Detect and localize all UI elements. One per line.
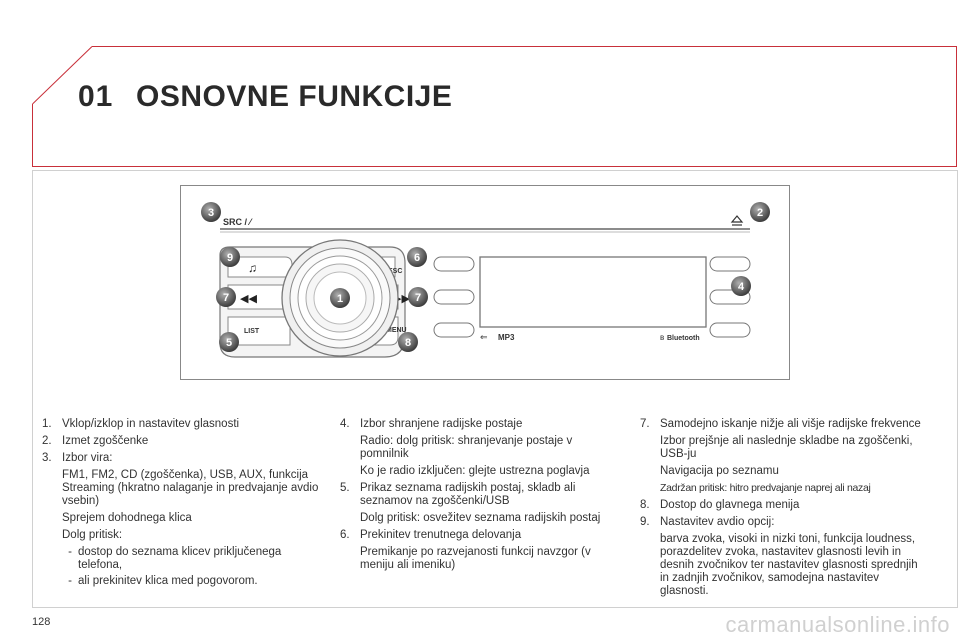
- legend-item-text: Nastavitev avdio opcij:: [660, 516, 775, 528]
- content-box: [32, 170, 958, 608]
- legend-dash-text: ali prekinitev klica med pogovorom.: [78, 575, 258, 587]
- preset-button-4: [709, 256, 751, 272]
- svg-text:8: 8: [405, 337, 411, 349]
- legend-item: 9. Nastavitev avdio opcij:: [640, 516, 925, 529]
- legend-item-text: Samodejno iskanje nižje ali višje radijs…: [660, 418, 921, 430]
- legend-item-text: Izbor vira:: [62, 452, 113, 464]
- legend-subtext: Ko je radio izključen: glejte ustrezna p…: [360, 465, 590, 477]
- legend-subtext: Premikanje po razvejanosti funkcij navzg…: [360, 546, 591, 571]
- header-border-corner: [32, 46, 92, 105]
- preset-button-2: [433, 289, 475, 305]
- svg-text:4: 4: [738, 281, 745, 293]
- legend-item-number: 1.: [42, 418, 52, 430]
- eject-icon: [730, 215, 744, 226]
- callout-1: 1: [330, 288, 350, 308]
- header-border-left: [32, 104, 33, 166]
- mp3-label: MP3: [498, 333, 515, 342]
- legend-dash-text: dostop do seznama klicev priključenega t…: [78, 546, 282, 571]
- svg-text:7: 7: [223, 292, 229, 304]
- legend-subtext: Dolg pritisk: osvežitev seznama radijski…: [360, 512, 601, 524]
- legend-item-text: Izbor shranjene radijske postaje: [360, 418, 523, 430]
- legend-column-3: 7. Samodejno iskanje nižje ali višje radi…: [640, 418, 925, 602]
- legend-item-number: 8.: [640, 499, 650, 511]
- callout-9: 9: [220, 247, 240, 267]
- legend-item-number: 2.: [42, 435, 52, 447]
- page-title: OSNOVNE FUNKCIJE: [136, 80, 453, 113]
- music-note-icon: ♫: [248, 261, 257, 275]
- radio-device-illustration: SRC / ⁄ ♫ ESC ◀◀ ▶▶ LIST MENU ⇐ MP3 ʙ Bl…: [180, 185, 790, 380]
- src-label: SRC / ⁄: [223, 217, 254, 227]
- legend-subtext: Navigacija po seznamu: [660, 465, 779, 477]
- esc-label: ESC: [388, 268, 402, 275]
- callout-4: 4: [731, 276, 751, 296]
- preset-button-6: [709, 322, 751, 338]
- bluetooth-icon: ʙ: [660, 333, 664, 342]
- svg-text:6: 6: [414, 252, 420, 264]
- callout-7-left: 7: [216, 287, 236, 307]
- legend-item-text: Izmet zgoščenke: [62, 435, 149, 447]
- legend-item: 4. Izbor shranjene radijske postaje: [340, 418, 620, 431]
- dash-marker: -: [68, 575, 72, 587]
- legend-item-number: 3.: [42, 452, 52, 464]
- svg-text:7: 7: [415, 292, 421, 304]
- callout-5: 5: [219, 332, 239, 352]
- legend-item-number: 4.: [340, 418, 350, 430]
- callout-2: 2: [750, 202, 770, 222]
- callout-6: 6: [407, 247, 427, 267]
- legend-item-text: Prekinitev trenutnega delovanja: [360, 529, 522, 541]
- preset-button-1: [433, 256, 475, 272]
- legend-subtext: FM1, FM2, CD (zgoščenka), USB, AUX, funk…: [62, 469, 319, 507]
- dash-marker: -: [68, 546, 72, 558]
- legend-item: 1. Vklop/izklop in nastavitev glasnosti: [42, 418, 327, 431]
- legend-item-number: 9.: [640, 516, 650, 528]
- legend-item: 2. Izmet zgoščenke: [42, 435, 327, 448]
- legend-item-text: Vklop/izklop in nastavitev glasnosti: [62, 418, 240, 430]
- list-label: LIST: [244, 328, 260, 335]
- legend-subtext: Izbor prejšnje ali naslednje skladbe na …: [660, 435, 913, 460]
- legend-item-number: 6.: [340, 529, 350, 541]
- svg-text:3: 3: [208, 207, 214, 219]
- legend-subtext: Radio: dolg pritisk: shranjevanje postaj…: [360, 435, 573, 460]
- legend-item: 7. Samodejno iskanje nižje ali višje radi…: [640, 418, 925, 431]
- legend-subtext: Zadržan pritisk: hitro predvajanje napre…: [660, 482, 871, 494]
- svg-text:2: 2: [757, 207, 763, 219]
- legend-item-text: Dostop do glavnega menija: [660, 499, 800, 511]
- legend-item: 3. Izbor vira:: [42, 452, 327, 465]
- legend-item-number: 5.: [340, 482, 350, 494]
- page-number: 128: [32, 616, 51, 628]
- callout-7-right: 7: [408, 287, 428, 307]
- header-border-top: [92, 46, 956, 47]
- svg-text:9: 9: [227, 252, 233, 264]
- rewind-icon: ◀◀: [240, 293, 257, 305]
- legend-item: 6. Prekinitev trenutnega delovanja: [340, 529, 620, 542]
- usb-icon: ⇐: [480, 332, 488, 342]
- callout-3: 3: [201, 202, 221, 222]
- legend-subtext: Dolg pritisk:: [62, 529, 123, 541]
- legend-dash-item: -ali prekinitev klica med pogovorom.: [42, 575, 327, 588]
- chapter-number: 01: [78, 80, 114, 113]
- menu-label: MENU: [386, 327, 407, 334]
- legend-item: 5. Prikaz seznama radijskih postaj, sklad…: [340, 482, 620, 508]
- legend-item-text: Prikaz seznama radijskih postaj, skladb …: [360, 482, 576, 507]
- header-box: [32, 46, 957, 167]
- display-screen: [479, 256, 707, 328]
- legend-dash-item: -dostop do seznama klicev priključenega …: [42, 546, 327, 572]
- svg-text:5: 5: [226, 337, 232, 349]
- bluetooth-label: Bluetooth: [667, 335, 700, 342]
- callout-8: 8: [398, 332, 418, 352]
- watermark: carmanualsonline.info: [725, 612, 950, 637]
- legend-item: 8. Dostop do glavnega menija: [640, 499, 925, 512]
- legend-column-1: 1. Vklop/izklop in nastavitev glasnosti 2.…: [42, 418, 327, 591]
- legend-subtext: Sprejem dohodnega klica: [62, 512, 192, 524]
- svg-text:1: 1: [337, 293, 343, 305]
- legend-item-number: 7.: [640, 418, 650, 430]
- legend-subtext: barva zvoka, visoki in nizki toni, funkc…: [660, 533, 918, 597]
- preset-button-3: [433, 322, 475, 338]
